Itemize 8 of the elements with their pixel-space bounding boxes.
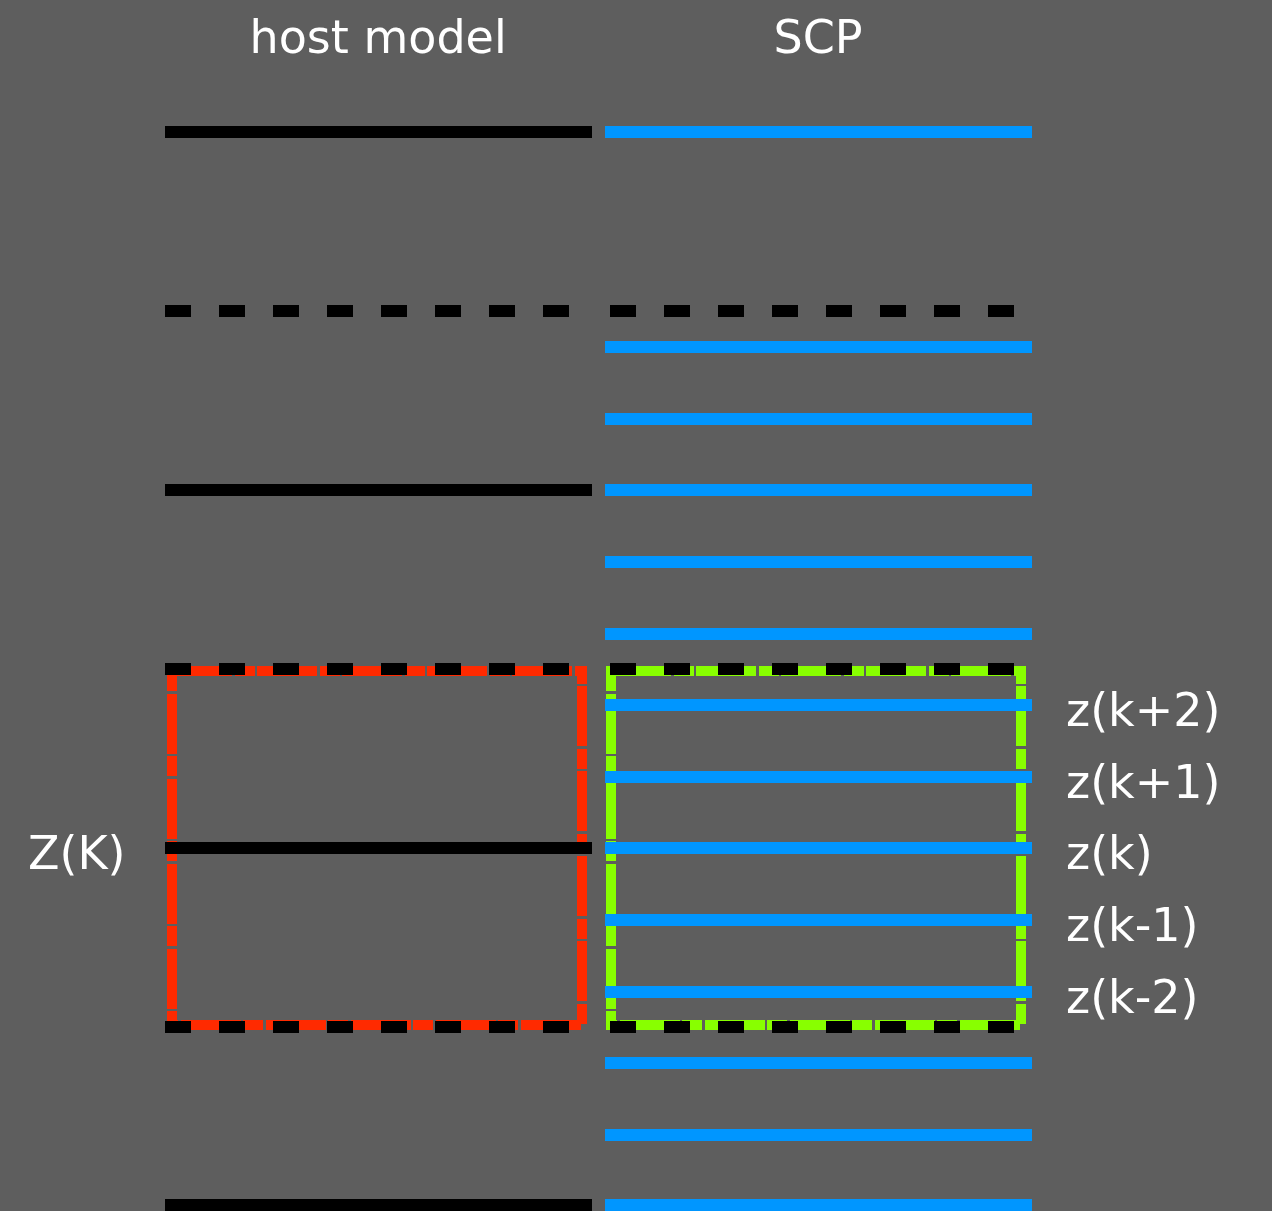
level-label: Z(K) (28, 830, 126, 876)
level-label: z(k-1) (1066, 902, 1199, 948)
level-label: z(k-2) (1066, 974, 1199, 1020)
column-heading: host model (249, 14, 507, 60)
level-label: z(k+2) (1066, 687, 1221, 733)
level-label: z(k) (1066, 830, 1153, 876)
level-label: z(k+1) (1066, 759, 1221, 805)
column-heading: SCP (773, 14, 863, 60)
